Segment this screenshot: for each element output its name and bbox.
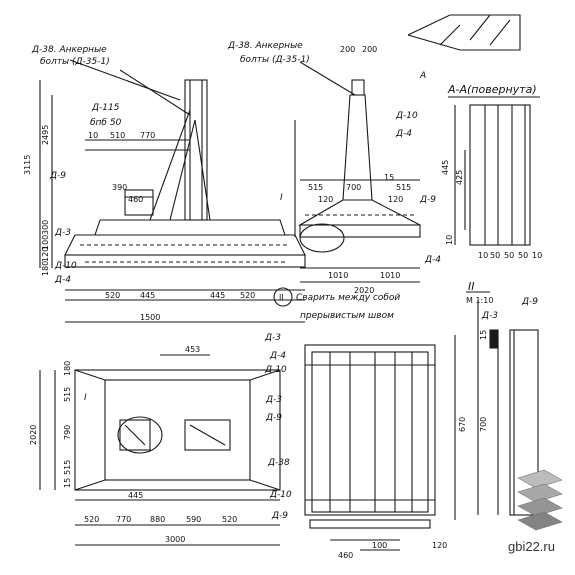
dim-b460: 460 [338,551,353,560]
weld-note-line1: Сварить между собой [296,293,400,303]
side-elevation [273,61,421,307]
dim-300: 300 [41,220,50,235]
dim-120: 120 [41,247,50,262]
dim-390: 390 [112,183,127,192]
dim-1500: 1500 [140,313,160,322]
callout-d4-left: Д-4 [54,275,71,285]
front-elevation [39,59,306,323]
section-aa [407,14,540,246]
node-ii-scale: М 1:10 [466,296,493,305]
callout-d38-right-sub: болты (Д-35-1) [240,55,310,65]
callout-d4-right: Д-4 [395,129,412,139]
plan-callout-d9b: Д-9 [271,511,288,521]
dim-p590: 590 [186,515,201,524]
plan-callout-d3b: Д-3 [265,395,282,405]
dim-120a: 120 [318,195,333,204]
section-aa-title: А-А(повернута) [447,83,537,96]
watermark-text: gbi22.ru [508,539,555,554]
callout-d38-left-sub: болты (Д-35-1) [40,57,110,67]
dim-515b: 515 [396,183,411,192]
plan-callout-d10: Д-10 [264,365,287,375]
dim-445a: 445 [140,291,155,300]
dim-670: 670 [458,417,467,432]
dim-425: 425 [455,170,464,185]
dim-p515a: 515 [63,387,72,402]
weld-note-line2: прерывистым швом [300,311,394,321]
callout-node-i-plan: I [84,393,87,403]
dim-p180: 180 [63,361,72,376]
dim-460: 460 [128,195,143,204]
plan-callout-d3: Д-3 [264,333,281,343]
callout-d3-left: Д-3 [54,228,71,238]
watermark-logo [517,469,563,531]
node-ii [454,291,539,520]
dim-r50a: 50 [490,251,500,260]
callout-d3-node: Д-3 [481,311,498,321]
dim-p520b: 520 [222,515,237,524]
dim-2020: 2020 [354,286,374,295]
dim-p770: 770 [116,515,131,524]
dim-453: 453 [185,345,200,354]
dim-2495: 2495 [41,125,50,145]
dim-r10a: 10 [478,251,488,260]
dim-15: 15 [384,173,394,182]
callout-d9-node: Д-9 [521,297,538,307]
callout-node-i-side: I [280,193,283,203]
dim-520b: 520 [240,291,255,300]
dim-200b: 200 [362,45,377,54]
dim-p445: 445 [128,491,143,500]
dim-p2020: 2020 [29,425,38,445]
callout-d10-left: Д-10 [54,261,77,271]
callout-d9-mid: Д-9 [419,195,436,205]
dim-520: 520 [105,291,120,300]
dim-b100: 100 [372,541,387,550]
dim-15-node: 15 [479,330,488,340]
dim-10: 10 [88,131,98,140]
node-ii-title: II [468,280,475,293]
callout-d9-left: Д-9 [49,171,66,181]
plan-callout-d38: Д-38 [267,458,290,468]
section-a-marker: А [419,71,426,81]
dim-510: 510 [110,131,125,140]
dim-r50c: 50 [518,251,528,260]
plan-callout-d10b: Д-10 [269,490,292,500]
dim-515a: 515 [308,183,323,192]
dim-180: 180 [41,261,50,276]
dim-r10b: 10 [445,235,454,245]
plan-callout-d9: Д-9 [265,413,282,423]
dim-r50b: 50 [504,251,514,260]
dim-770: 770 [140,131,155,140]
callout-d10-right: Д-10 [395,111,418,121]
dim-445-right: 445 [441,160,450,175]
dim-p515b: 515 [63,460,72,475]
dim-445b: 445 [210,291,225,300]
callout-d38-left: Д-38. Анкерные [31,45,107,55]
dim-p880: 880 [150,515,165,524]
dim-1010b: 1010 [380,271,400,280]
plan-callout-d4: Д-4 [269,351,286,361]
cage-view [304,344,436,551]
callout-d115: Д-115 [91,103,120,113]
callout-d115-sub: бпб 50 [90,118,122,128]
dim-100: 100 [41,235,50,250]
dim-3115: 3115 [23,155,32,175]
dim-p3000: 3000 [165,535,185,544]
dim-p790: 790 [63,425,72,440]
plan-view [39,354,281,546]
dim-700: 700 [346,183,361,192]
callout-d4-mid: Д-4 [424,255,441,265]
dim-r10c: 10 [532,251,542,260]
dim-p520a: 520 [84,515,99,524]
dim-120b: 120 [388,195,403,204]
callout-d38-right: Д-38. Анкерные [227,41,303,51]
dim-700-node: 700 [479,417,488,432]
weld-note-number: II [279,293,284,302]
dim-200a: 200 [340,45,355,54]
dim-b120: 120 [432,541,447,550]
dim-p15: 15 [63,478,72,488]
dim-1010a: 1010 [328,271,348,280]
